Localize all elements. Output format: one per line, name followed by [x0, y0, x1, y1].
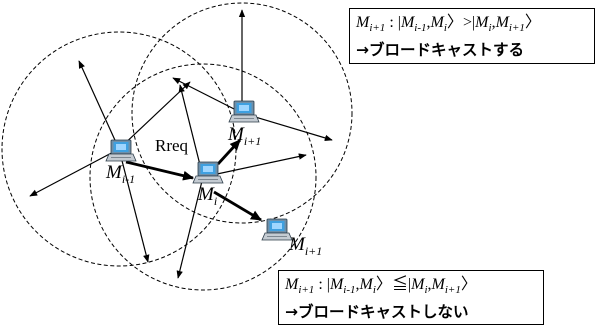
forward-arrow-lower [213, 190, 262, 222]
range-circle-current [89, 63, 317, 291]
broadcast-arrow [78, 60, 120, 150]
condition-formula-broadcast: Mi+1 : |Mi-1,Mi〉>|Mi,Mi+1〉 [356, 14, 541, 34]
range-circle-upper [131, 2, 353, 224]
forward-arrow-upper [216, 139, 242, 165]
laptop-icon [261, 218, 293, 241]
rreq-label: Rreq [155, 136, 189, 155]
broadcast-arrow [118, 148, 150, 263]
node-label-next-upper: Mi+1 [228, 124, 262, 148]
broadcast-arrow [29, 148, 120, 197]
broadcast-arrow [176, 176, 204, 279]
rreq-arrow [125, 160, 195, 181]
condition-action-no-broadcast: →ブロードキャストしない [285, 303, 469, 321]
node-label-current: Mi [198, 184, 218, 208]
laptop-icon [228, 100, 260, 123]
condition-formula-no-broadcast: Mi+1 : |Mi-1,Mi〉≦|Mi,Mi+1〉 [285, 276, 477, 296]
broadcast-arrow [202, 153, 307, 178]
condition-box-broadcast: Mi+1 : |Mi-1,Mi〉>|Mi,Mi+1〉 →ブロードキャストする [349, 8, 595, 64]
node-label-prev: Mi-1 [106, 162, 136, 186]
laptop-icon [105, 139, 137, 162]
condition-box-no-broadcast: Mi+1 : |Mi-1,Mi〉≦|Mi,Mi+1〉 →ブロードキャストしない [278, 270, 544, 325]
broadcast-arrow [118, 81, 191, 150]
node-label-next-lower: Mi+1 [289, 234, 323, 258]
broadcast-arrow [172, 77, 243, 114]
laptop-icon [192, 161, 224, 184]
condition-action-broadcast: →ブロードキャストする [356, 41, 524, 59]
